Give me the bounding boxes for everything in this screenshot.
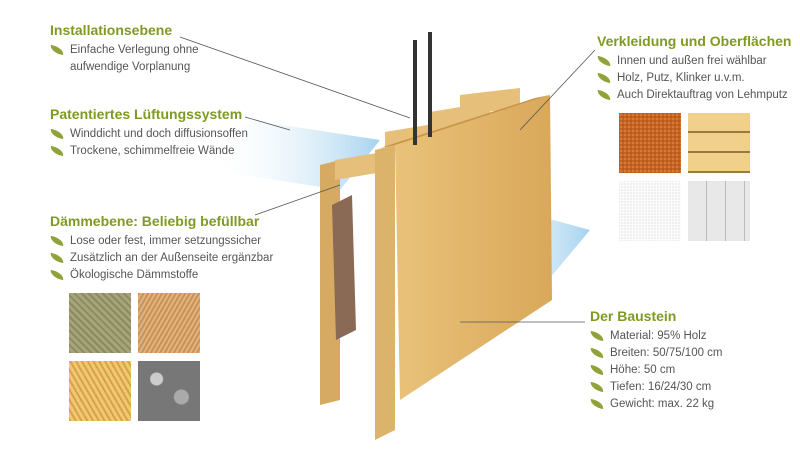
leaf-icon xyxy=(49,252,65,264)
section-title: Patentiertes Lüftungssystem xyxy=(50,106,243,122)
list-item: Holz, Putz, Klinker u.v.m. xyxy=(596,70,800,87)
leaf-icon xyxy=(49,269,65,281)
leaf-icon xyxy=(596,89,612,101)
swatch-mat xyxy=(69,293,131,353)
section-installation: Installationsebene Einfache Verlegung oh… xyxy=(49,22,210,76)
leaf-icon xyxy=(589,398,605,410)
list-item: Lose oder fest, immer setzungssicher xyxy=(49,233,273,250)
list-item: Innen und außen frei wählbar xyxy=(596,53,800,70)
section-lueftung: Patentiertes Lüftungssystem Winddicht un… xyxy=(49,106,248,160)
list-item: Breiten: 50/75/100 cm xyxy=(589,345,723,362)
section-baustein: Der Baustein Material: 95% Holz Breiten:… xyxy=(589,308,723,413)
list-item: Gewicht: max. 22 kg xyxy=(589,396,723,413)
list-item: Tiefen: 16/24/30 cm xyxy=(589,379,723,396)
swatch-straw xyxy=(69,361,131,421)
leaf-icon xyxy=(49,145,65,157)
list-item: Höhe: 50 cm xyxy=(589,362,723,379)
section-daemm: Dämmebene: Beliebig befüllbar Lose oder … xyxy=(49,213,273,284)
leaf-icon xyxy=(49,44,65,56)
list-item: Trockene, schimmelfreie Wände xyxy=(49,143,248,160)
leader-line xyxy=(179,36,411,119)
leaf-icon xyxy=(589,330,605,342)
middle-panel xyxy=(375,145,395,440)
outer-panel xyxy=(395,95,552,400)
leaf-icon xyxy=(589,364,605,376)
swatch-white-boards xyxy=(688,181,750,241)
leaf-icon xyxy=(596,72,612,84)
swatch-wood-boards xyxy=(688,113,750,173)
swatch-white-plaster xyxy=(619,181,681,241)
membrane xyxy=(332,195,356,340)
section-title: Dämmebene: Beliebig befüllbar xyxy=(50,213,260,229)
pipe-1 xyxy=(413,40,417,145)
list-item: Einfache Verlegung ohne aufwendige Vorpl… xyxy=(49,42,210,76)
pipe-2 xyxy=(428,32,432,137)
swatch-clay-plaster xyxy=(619,113,681,173)
leaf-icon xyxy=(589,381,605,393)
leader-line xyxy=(519,49,596,131)
section-verkleidung: Verkleidung und Oberflächen Innen und au… xyxy=(596,33,800,104)
section-title: Installationsebene xyxy=(50,22,173,38)
leaf-icon xyxy=(596,55,612,67)
leader-line xyxy=(254,184,341,216)
section-title: Der Baustein xyxy=(590,308,677,324)
list-item: Material: 95% Holz xyxy=(589,328,723,345)
swatch-wood-fiber xyxy=(138,293,200,353)
list-item: Auch Direktauftrag von Lehmputz xyxy=(596,87,800,104)
list-item: Ökologische Dämmstoffe xyxy=(49,267,273,284)
list-item: Zusätzlich an der Außenseite ergänzbar xyxy=(49,250,273,267)
section-title: Verkleidung und Oberflächen xyxy=(597,33,792,49)
leader-line xyxy=(244,116,291,131)
leaf-icon xyxy=(49,235,65,247)
leaf-icon xyxy=(49,128,65,140)
outer-panel-top xyxy=(380,95,550,148)
list-item: Winddicht und doch diffusionsoffen xyxy=(49,126,248,143)
leaf-icon xyxy=(589,347,605,359)
swatch-pebbles xyxy=(138,361,200,421)
